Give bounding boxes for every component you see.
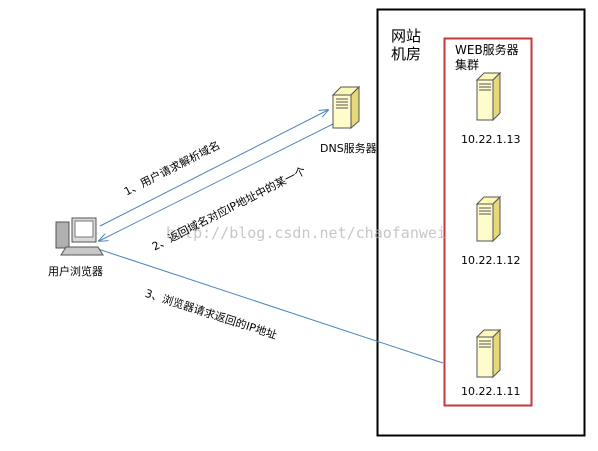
dns-server-icon bbox=[331, 85, 361, 130]
request-server-arrow bbox=[97, 248, 444, 364]
dns-server-label: DNS服务器 bbox=[320, 142, 377, 155]
server-icon bbox=[475, 195, 502, 243]
datacenter-title-line2: 机房 bbox=[391, 45, 422, 63]
datacenter-title-line1: 网站 bbox=[391, 27, 422, 45]
request-dns-arrow bbox=[99, 110, 328, 227]
server-icon bbox=[475, 71, 502, 122]
cluster-title-line1: WEB服务器 bbox=[455, 43, 519, 57]
server-ip-label: 10.22.1.11 bbox=[461, 385, 521, 398]
computer-icon bbox=[55, 217, 104, 256]
dns-response-arrow bbox=[99, 121, 338, 241]
server-ip-label: 10.22.1.12 bbox=[461, 254, 521, 267]
client-label: 用户浏览器 bbox=[48, 265, 103, 278]
server-icon bbox=[475, 328, 502, 379]
web-cluster-box bbox=[443, 37, 533, 407]
watermark: http://blog.csdn.net/chaofanwei bbox=[166, 224, 446, 242]
cluster-title-line2: 集群 bbox=[455, 58, 480, 72]
server-ip-label: 10.22.1.13 bbox=[461, 133, 521, 146]
